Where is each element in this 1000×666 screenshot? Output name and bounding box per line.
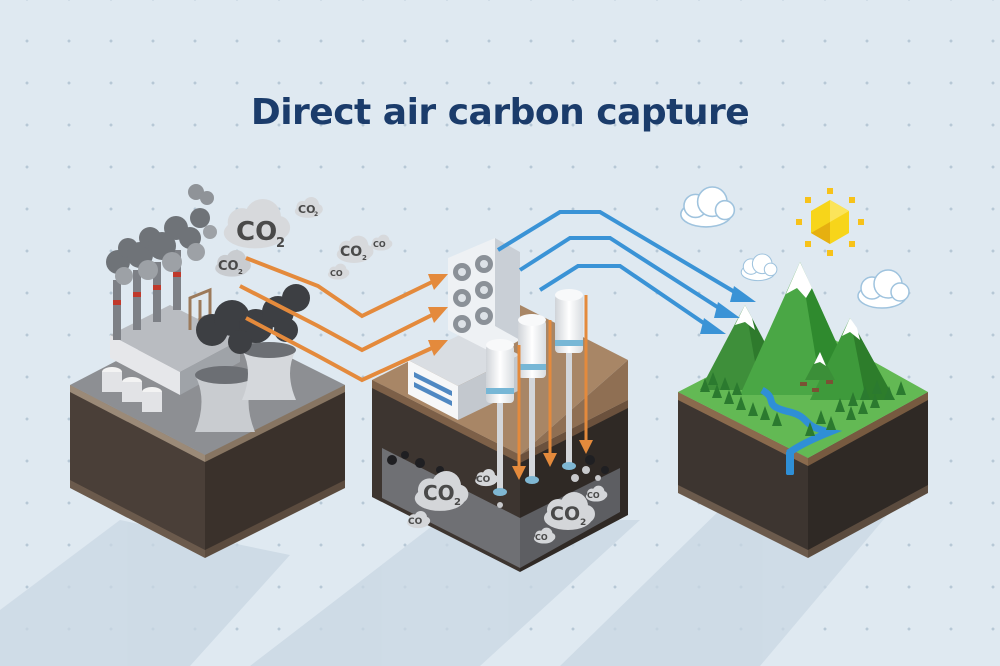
clean-air-arrows — [496, 210, 740, 328]
air-capture-fan-icon — [448, 238, 520, 354]
factory-block — [70, 184, 345, 558]
co2-cloud-icon: CO — [585, 485, 608, 502]
svg-text:CO: CO — [330, 269, 343, 278]
co2-cloud-icon: CO 2 — [215, 250, 251, 277]
page-title: Direct air carbon capture — [250, 92, 750, 133]
tree-icon — [700, 372, 906, 436]
co2-cloud-icon: CO 2 — [223, 199, 291, 251]
svg-text:CO: CO — [236, 217, 277, 247]
svg-text:CO: CO — [587, 491, 600, 500]
emission-arrows — [239, 256, 433, 383]
co2-cloud-icon: CO 2 — [294, 197, 323, 218]
svg-text:CO: CO — [408, 517, 423, 527]
mountain-icon — [700, 262, 895, 400]
injection-arrows — [512, 295, 593, 480]
nature-block — [678, 262, 928, 558]
cloud-icon — [740, 253, 778, 282]
svg-text:2: 2 — [454, 497, 461, 508]
svg-text:CO: CO — [550, 503, 580, 525]
svg-text:2: 2 — [314, 211, 318, 218]
sun-icon — [796, 188, 864, 256]
svg-text:CO: CO — [476, 475, 491, 485]
storage-tank-icon — [555, 289, 583, 470]
co2-cloud-icon: CO 2 — [336, 235, 374, 263]
river-icon — [760, 386, 843, 475]
storage-tank-icon — [486, 339, 514, 496]
co2-cloud-icon: CO — [327, 263, 350, 280]
co2-cloud-icon: CO — [475, 469, 499, 487]
svg-text:CO: CO — [423, 481, 455, 505]
co2-cloud-icon: CO — [370, 234, 393, 251]
cloud-icon — [857, 269, 910, 309]
svg-text:CO: CO — [535, 533, 548, 542]
smoke-plume — [106, 184, 310, 354]
svg-text:2: 2 — [276, 236, 285, 251]
co2-cloud-icon: CO 2 — [414, 471, 469, 511]
svg-text:CO: CO — [298, 203, 315, 216]
co2-cloud-icon: CO — [533, 527, 556, 544]
storage-tank-icon — [518, 314, 546, 484]
svg-text:2: 2 — [580, 518, 586, 528]
svg-text:CO: CO — [340, 244, 362, 260]
co2-cloud-icon: CO 2 — [544, 492, 595, 530]
factory-icon — [102, 250, 296, 432]
svg-text:CO: CO — [218, 259, 239, 274]
svg-text:2: 2 — [362, 254, 367, 262]
cloud-icon — [680, 186, 736, 228]
co2-cloud-icon: CO — [407, 511, 431, 529]
svg-text:CO: CO — [373, 240, 386, 249]
svg-text:2: 2 — [238, 268, 243, 276]
